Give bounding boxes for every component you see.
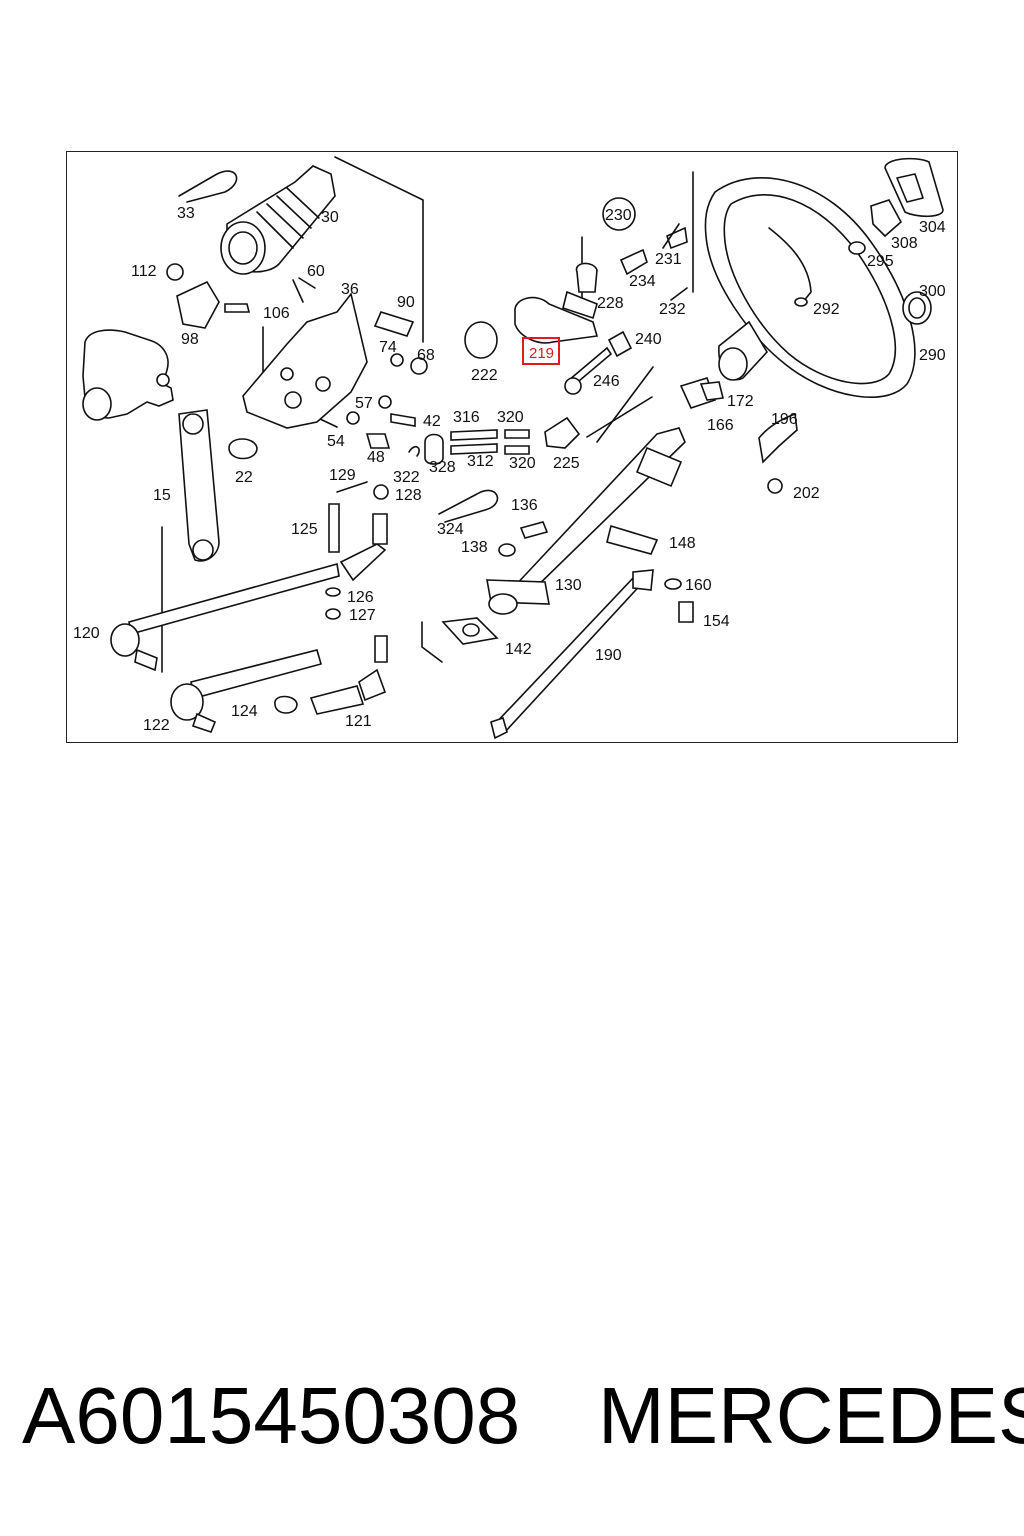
label-127: 127 bbox=[349, 607, 376, 624]
pitman-arm bbox=[178, 409, 220, 562]
steering-wheel bbox=[704, 177, 916, 398]
label-225: 225 bbox=[553, 455, 580, 472]
label-290: 290 bbox=[919, 347, 946, 364]
label-112: 112 bbox=[131, 263, 157, 280]
label-312: 312 bbox=[467, 453, 494, 470]
part-number: A6015450308 bbox=[22, 1371, 521, 1460]
ignition-lock-parts bbox=[424, 223, 688, 465]
brand-name: MERCEDES bbox=[598, 1371, 1024, 1460]
label-316: 316 bbox=[453, 409, 480, 426]
label-295: 295 bbox=[867, 253, 894, 270]
label-36: 36 bbox=[341, 281, 359, 298]
label-129: 129 bbox=[329, 467, 356, 484]
label-154: 154 bbox=[703, 613, 730, 630]
label-304: 304 bbox=[919, 219, 946, 236]
label-98: 98 bbox=[181, 331, 199, 348]
label-190: 190 bbox=[595, 647, 622, 664]
label-138: 138 bbox=[461, 539, 488, 556]
label-196: 196 bbox=[771, 411, 798, 428]
label-172: 172 bbox=[727, 393, 754, 410]
steering-shaft bbox=[490, 569, 654, 740]
cable-tie-33 bbox=[178, 170, 238, 203]
tie-rods bbox=[110, 503, 388, 733]
horn-pad-parts bbox=[848, 157, 944, 325]
steering-column-jacket bbox=[486, 427, 686, 615]
label-136: 136 bbox=[511, 497, 538, 514]
label-33: 33 bbox=[177, 205, 195, 222]
label-128: 128 bbox=[395, 487, 422, 504]
clamp-parts bbox=[166, 263, 251, 329]
label-30: 30 bbox=[321, 209, 339, 226]
steering-gearbox bbox=[82, 329, 174, 421]
label-22: 22 bbox=[235, 469, 253, 486]
label-125: 125 bbox=[291, 521, 318, 538]
callout-circle-230 bbox=[602, 197, 636, 231]
label-48: 48 bbox=[367, 449, 385, 466]
parts-diagram: 33 30 112 60 36 90 106 98 74 68 57 42 54… bbox=[66, 151, 958, 743]
label-308: 308 bbox=[891, 235, 918, 252]
label-74: 74 bbox=[379, 339, 397, 356]
label-122: 122 bbox=[143, 717, 170, 734]
label-42: 42 bbox=[423, 413, 441, 430]
label-106: 106 bbox=[263, 305, 290, 322]
label-324: 324 bbox=[437, 521, 464, 538]
label-320-bottom: 320 bbox=[509, 455, 536, 472]
label-230: 230 bbox=[605, 207, 632, 224]
label-228: 228 bbox=[597, 295, 624, 312]
part-labels: 33 30 112 60 36 90 106 98 74 68 57 42 54… bbox=[73, 197, 946, 734]
label-328: 328 bbox=[429, 459, 456, 476]
label-54: 54 bbox=[327, 433, 345, 450]
label-246: 246 bbox=[593, 373, 620, 390]
label-68: 68 bbox=[417, 347, 435, 364]
label-130: 130 bbox=[555, 577, 582, 594]
label-121: 121 bbox=[345, 713, 372, 730]
label-124: 124 bbox=[231, 703, 258, 720]
footer-caption: A6015450308 MERCEDES bbox=[0, 1370, 1024, 1470]
label-160: 160 bbox=[685, 577, 712, 594]
label-126: 126 bbox=[347, 589, 374, 606]
boot bbox=[220, 165, 336, 275]
label-219: 219 bbox=[529, 345, 554, 362]
label-292: 292 bbox=[813, 301, 840, 318]
mounting-bracket bbox=[242, 277, 415, 429]
label-202: 202 bbox=[793, 485, 820, 502]
label-240: 240 bbox=[635, 331, 662, 348]
fasteners bbox=[228, 353, 428, 500]
label-142: 142 bbox=[505, 641, 532, 658]
label-222: 222 bbox=[471, 367, 498, 384]
label-166: 166 bbox=[707, 417, 734, 434]
label-320-top: 320 bbox=[497, 409, 524, 426]
label-231: 231 bbox=[655, 251, 682, 268]
label-90: 90 bbox=[397, 294, 415, 311]
label-322: 322 bbox=[393, 469, 420, 486]
label-120: 120 bbox=[73, 625, 100, 642]
label-234: 234 bbox=[629, 273, 656, 290]
label-232: 232 bbox=[659, 301, 686, 318]
right-fasteners bbox=[664, 377, 798, 623]
label-300: 300 bbox=[919, 283, 946, 300]
highlight-box-219 bbox=[522, 337, 560, 365]
label-60: 60 bbox=[307, 263, 325, 280]
parts-diagram-svg: 33 30 112 60 36 90 106 98 74 68 57 42 54… bbox=[73, 156, 946, 740]
label-148: 148 bbox=[669, 535, 696, 552]
label-57: 57 bbox=[355, 395, 373, 412]
label-15: 15 bbox=[153, 487, 171, 504]
misc-parts bbox=[438, 489, 549, 645]
